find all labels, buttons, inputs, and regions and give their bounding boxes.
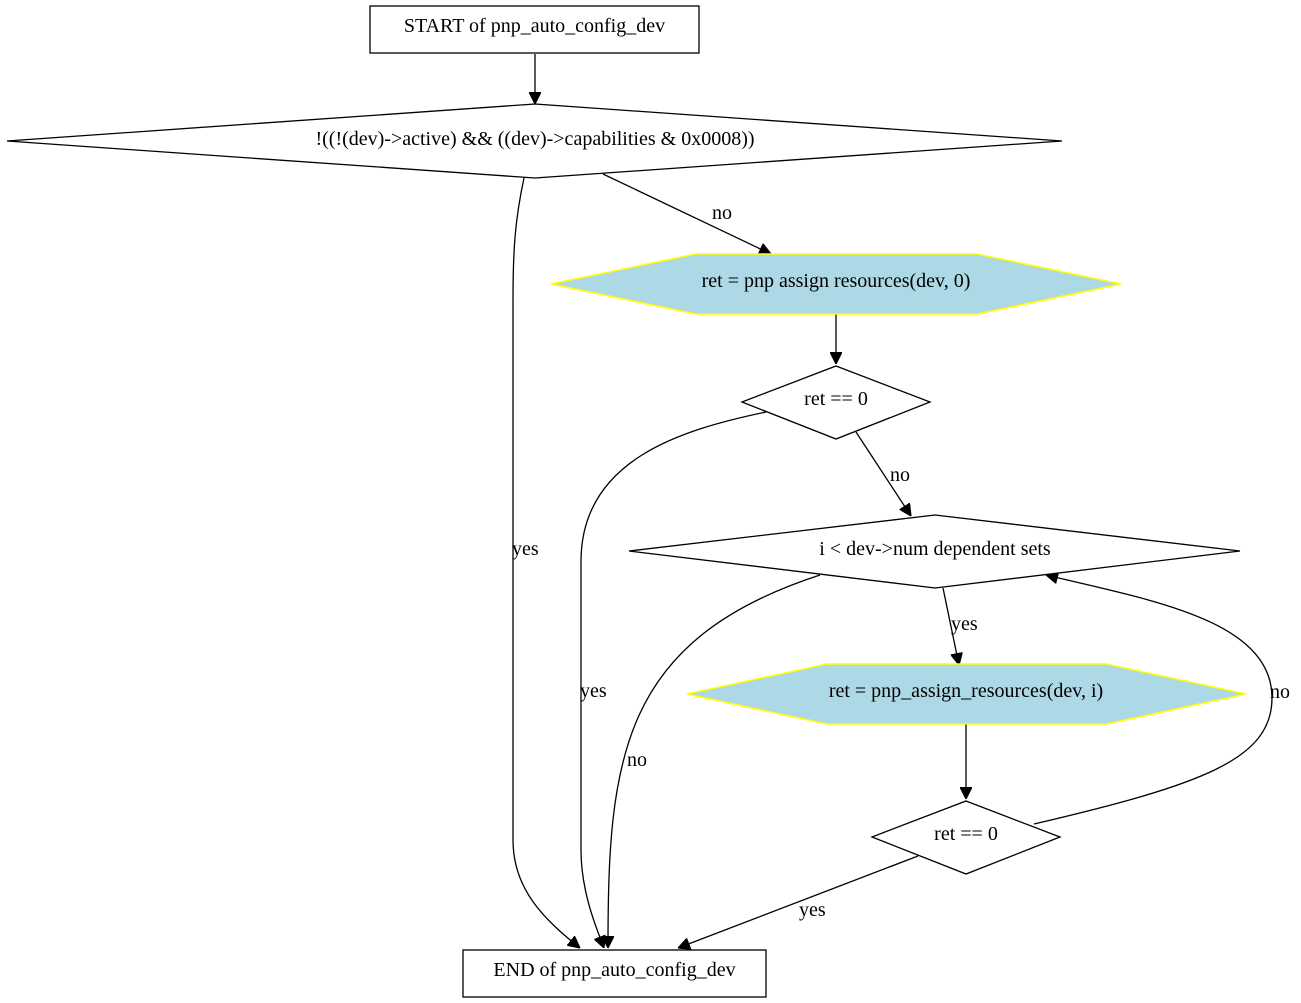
action-assign-resources-i-label: ret = pnp_assign_resources(dev, i): [829, 680, 1103, 702]
edge-cond-no-to-assign-zero: [602, 173, 771, 254]
edge-cond-yes-to-end: [512, 177, 580, 948]
action-assign-resources-i-shape: [686, 663, 1247, 725]
decision-ret-check-2: ret == 0: [870, 800, 1062, 875]
edge-label-loop-yes: yes: [951, 613, 978, 635]
edge-loop-no-to-end: [608, 574, 821, 948]
start-node: START of pnp_auto_config_dev: [369, 5, 700, 54]
end-node-label: END of pnp_auto_config_dev: [493, 959, 735, 981]
edge-label-loop-no: no: [627, 749, 647, 771]
edge-label-cond-yes: yes: [512, 538, 539, 560]
decision-loop-condition: i < dev->num dependent sets: [628, 514, 1241, 589]
decision-active-capabilities: !((!(dev)->active) && ((dev)->capabiliti…: [6, 103, 1063, 179]
decision-active-capabilities-label: !((!(dev)->active) && ((dev)->capabiliti…: [315, 128, 754, 150]
decision-ret-check-1-label: ret == 0: [804, 388, 868, 410]
edge-ret-check-1-no-to-loop: [855, 431, 911, 516]
end-node: END of pnp_auto_config_dev: [462, 949, 767, 998]
edge-label-ret-check-2-no: no: [1270, 681, 1290, 703]
decision-ret-check-1: ret == 0: [740, 365, 932, 440]
action-assign-resources-zero-label: ret = pnp assign resources(dev, 0): [702, 270, 971, 292]
edge-label-ret-check-1-yes: yes: [580, 680, 607, 702]
edge-label-ret-check-2-yes: yes: [799, 899, 826, 921]
decision-loop-condition-label: i < dev->num dependent sets: [819, 538, 1051, 560]
edge-label-ret-check-1-no: no: [890, 464, 910, 486]
edge-ret-check-2-yes-to-end: [678, 855, 919, 948]
edge-ret-check-1-yes-to-end: [580, 411, 767, 948]
action-assign-resources-zero-shape: [550, 253, 1122, 315]
action-assign-resources-i: ret = pnp_assign_resources(dev, i): [686, 663, 1247, 725]
action-assign-resources-zero: ret = pnp assign resources(dev, 0): [550, 253, 1122, 315]
decision-ret-check-2-label: ret == 0: [934, 823, 998, 845]
edge-ret-check-2-no-to-loop: [1033, 575, 1273, 825]
start-node-label: START of pnp_auto_config_dev: [404, 15, 665, 37]
edge-loop-yes-to-assign-i: [942, 587, 959, 665]
edge-label-cond-no: no: [712, 202, 732, 224]
